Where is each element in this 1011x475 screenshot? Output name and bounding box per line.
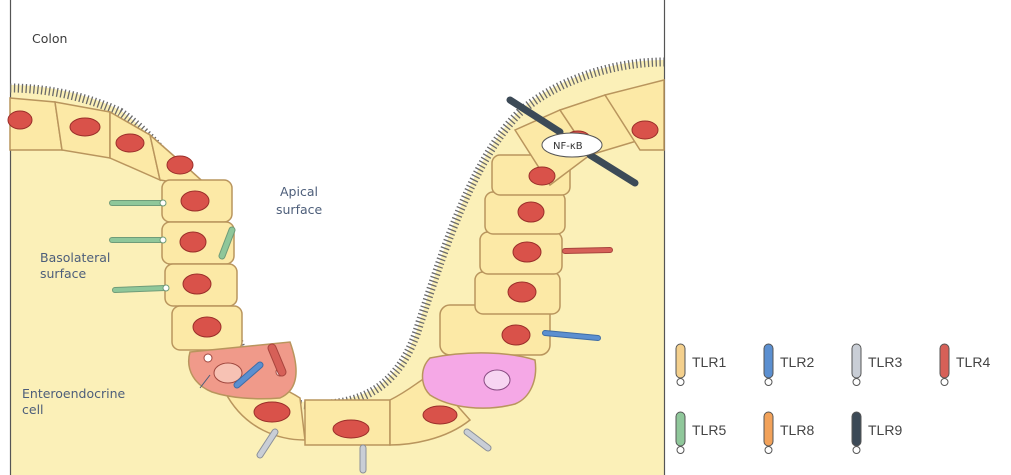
legend-swatch-tlr2	[764, 344, 773, 378]
apical-label-line1: Apical	[280, 184, 318, 199]
basolateral-label-line2: surface	[40, 266, 87, 281]
basolateral-label-line1: Basolateral	[40, 250, 110, 265]
legend-swatch-tlr8	[764, 412, 773, 446]
enteroendocrine-label-line2: cell	[22, 402, 44, 417]
legend-item-tlr4: TLR4	[940, 344, 990, 386]
legend-label-tlr3: TLR3	[868, 354, 902, 370]
legend-item-tlr1: TLR1	[676, 344, 726, 386]
legend-label-tlr8: TLR8	[780, 422, 814, 438]
nf-kb-label: NF-κB	[553, 141, 583, 152]
enteroendocrine-label-line1: Enteroendocrine	[22, 386, 126, 401]
apical-label-line2: surface	[276, 202, 323, 217]
legend-swatch-tlr4	[940, 344, 949, 378]
legend-label-tlr5: TLR5	[692, 422, 726, 438]
legend-label-tlr2: TLR2	[780, 354, 814, 370]
legend-swatch-tlr3	[852, 344, 861, 378]
legend-swatch-tlr5	[676, 412, 685, 446]
legend-item-tlr2: TLR2	[764, 344, 814, 386]
legend-item-tlr3: TLR3	[852, 344, 902, 386]
legend-item-tlr8: TLR8	[764, 412, 814, 454]
goblet-cell	[423, 353, 536, 408]
legend-label-tlr9: TLR9	[868, 422, 902, 438]
legend-label-tlr1: TLR1	[692, 354, 726, 370]
legend-swatch-tlr9	[852, 412, 861, 446]
goblet-nucleus	[484, 370, 510, 390]
legend-item-tlr5: TLR5	[676, 412, 726, 454]
legend-item-tlr9: TLR9	[852, 412, 902, 454]
panel-title: Colon	[32, 31, 67, 46]
legend-swatch-tlr1	[676, 344, 685, 378]
legend-label-tlr4: TLR4	[956, 354, 990, 370]
